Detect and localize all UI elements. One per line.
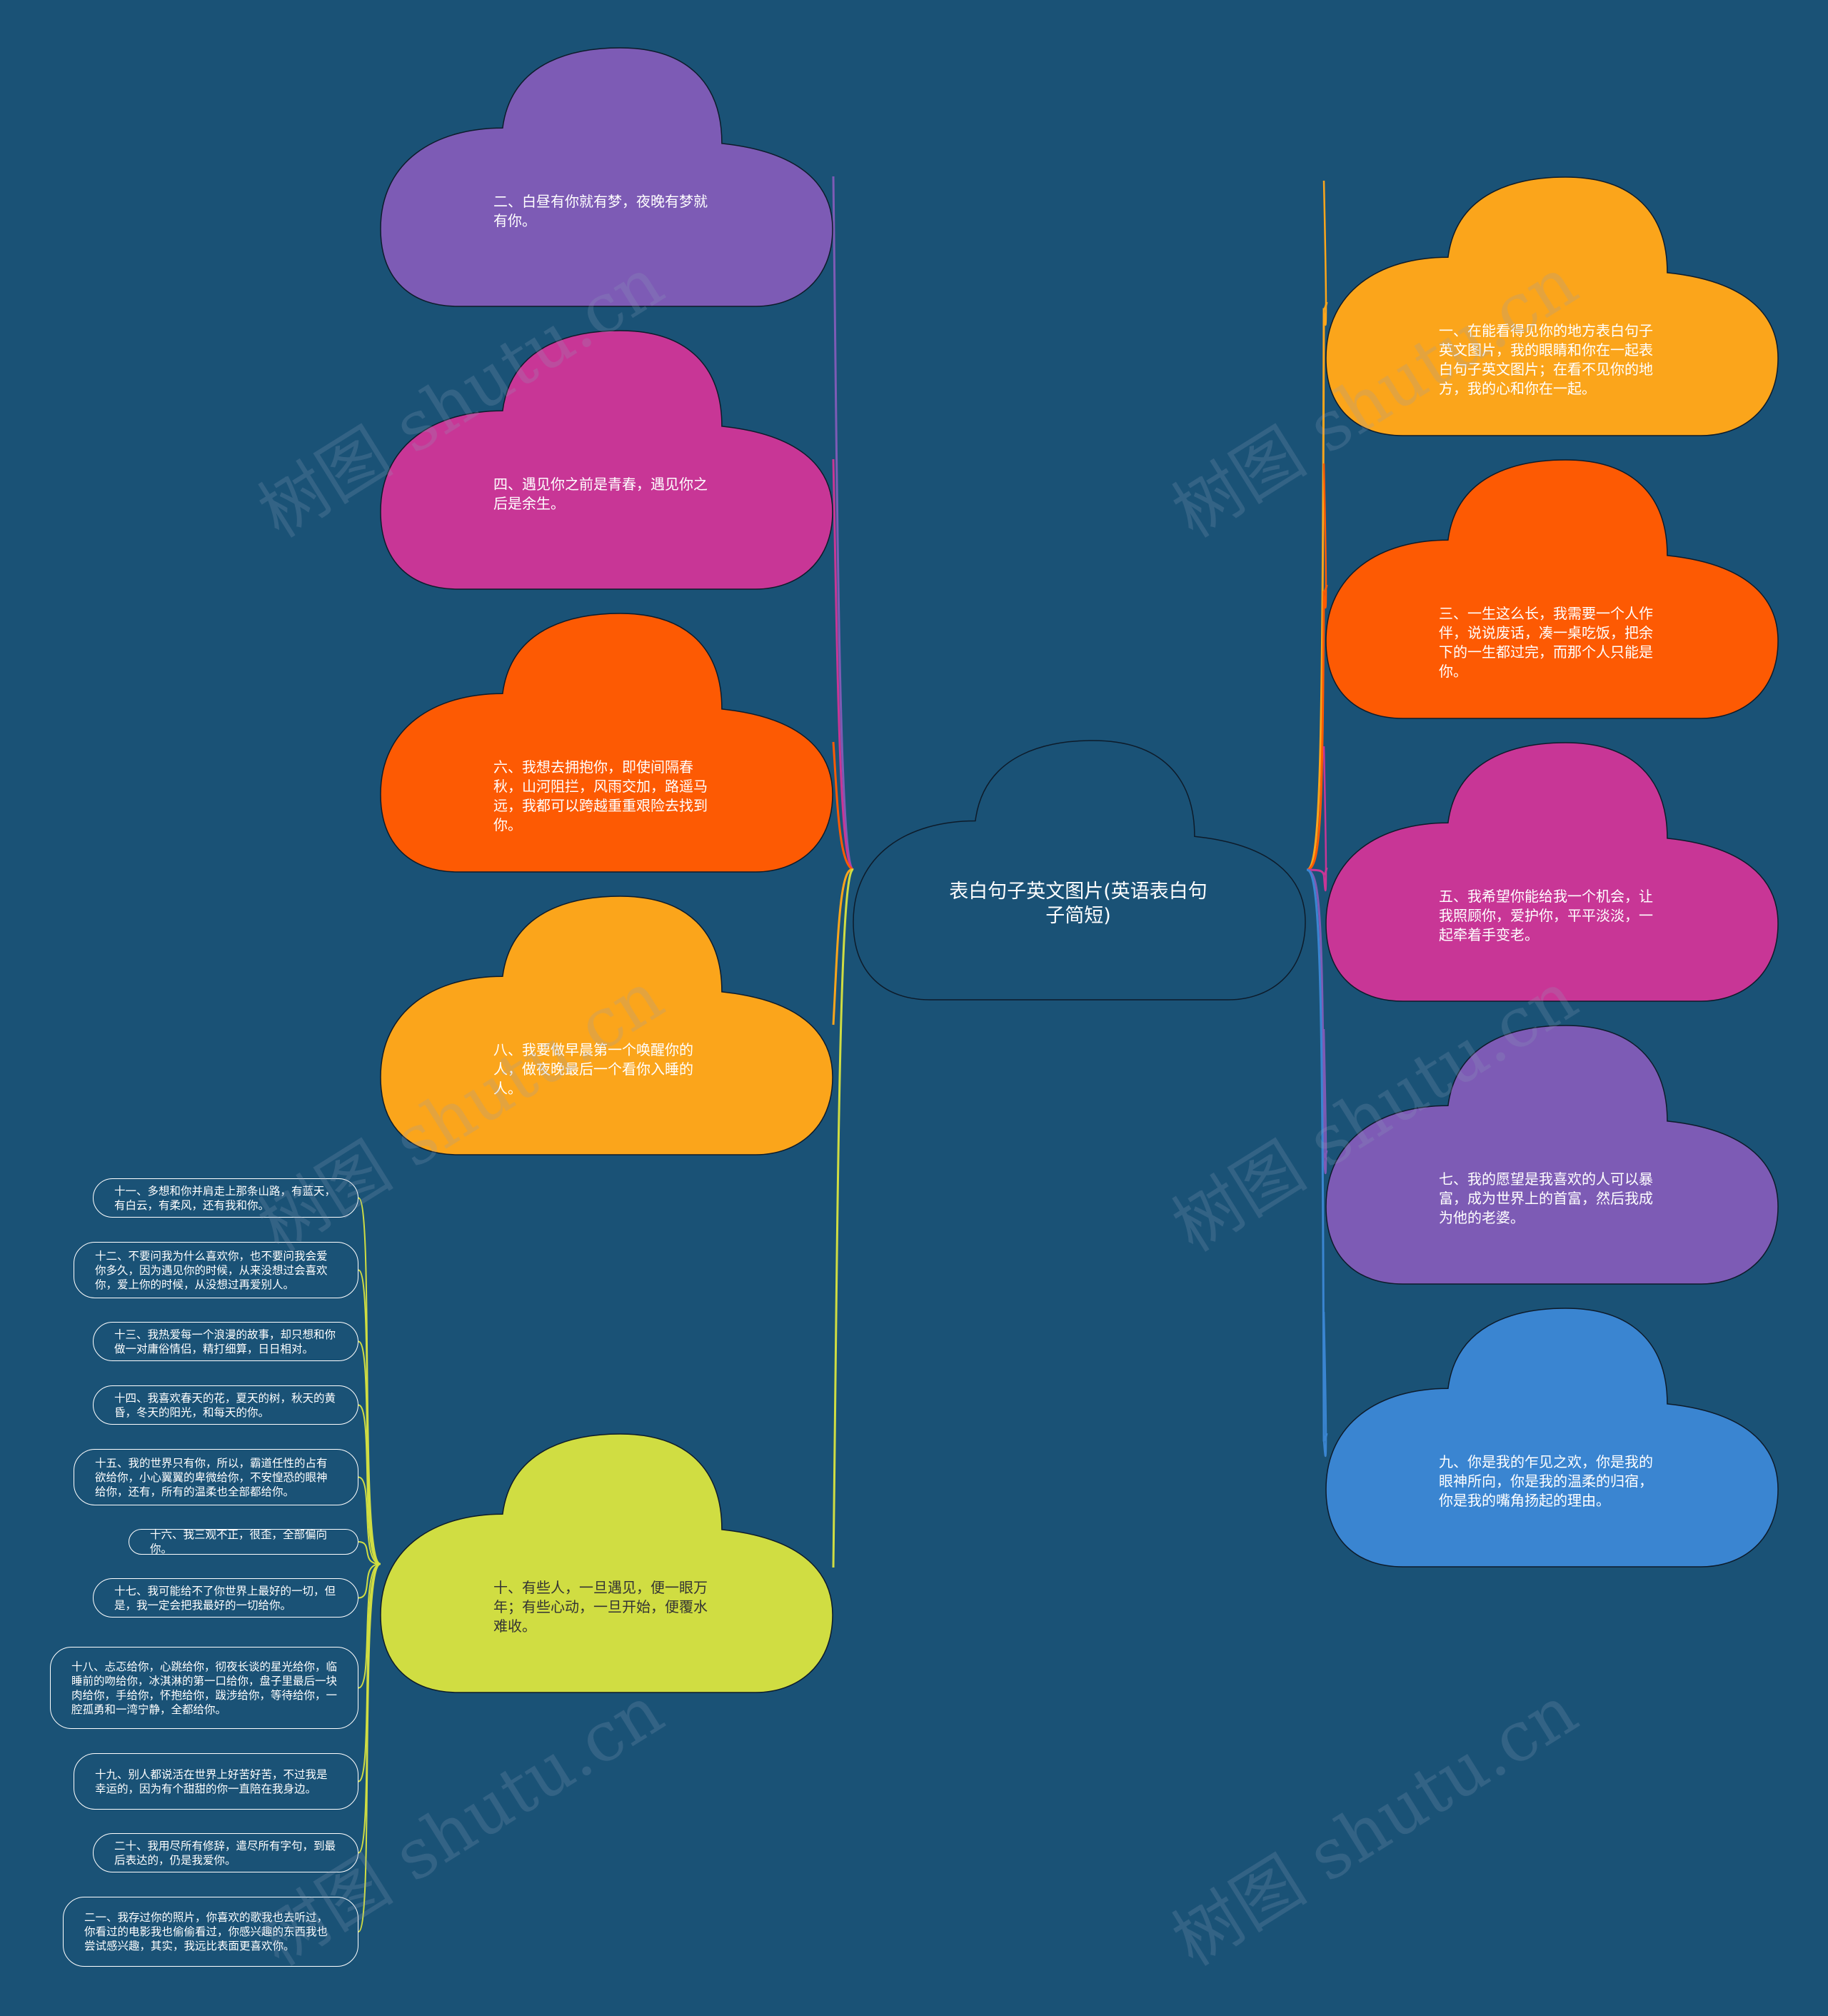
- branch-text-3: 三、一生这么长，我需要一个人作伴，说说废话，凑一桌吃饭，把余下的一生都过完，而那…: [1439, 605, 1653, 680]
- branch-cloud-7[interactable]: [1325, 1025, 1779, 1285]
- connector-edge-3: [1322, 463, 1327, 608]
- leaf-connector-11: [358, 1563, 381, 1932]
- connector-branch-4: [832, 458, 854, 871]
- leaf-text: 二一、我存过你的照片，你喜欢的歌我也去听过，你看过的电影我也偷偷看过，你感兴趣的…: [84, 1911, 328, 1952]
- center-topic-label: 表白句子英文图片(英语表白句子简短): [949, 881, 1207, 927]
- leaf-text: 十九、别人都说活在世界上好苦好苦，不过我是幸运的，因为有个甜甜的你一直陪在我身边…: [95, 1767, 328, 1795]
- branch-text-1: 一、在能看得见你的地方表白句子英文图片，我的眼睛和你在一起表白句子英文图片；在看…: [1439, 322, 1653, 397]
- leaf-text: 十六、我三观不正，很歪，全部偏向你。: [150, 1528, 328, 1555]
- branch-cloud-5[interactable]: [1325, 742, 1779, 1002]
- leaf-text: 十一、多想和你并肩走上那条山路，有蓝天，有白云，有柔风，还有我和你。: [114, 1184, 336, 1212]
- connector-edge-5: [1322, 746, 1327, 891]
- branch-text-10: 十、有些人，一旦遇见，便一眼万年；有些心动，一旦开始，便覆水难收。: [493, 1579, 708, 1635]
- leaf-text: 二十、我用尽所有修辞，遣尽所有字句，到最后表达的，仍是我爱你。: [114, 1839, 336, 1867]
- leaf-connectors: [358, 1197, 381, 1932]
- leaf-connector-3: [358, 1340, 381, 1565]
- leaf-node-6[interactable]: 十六、我三观不正，很歪，全部偏向你。: [129, 1528, 358, 1555]
- branch-text-7: 七、我的愿望是我喜欢的人可以暴富，成为世界上的首富，然后我成为他的老婆。: [1439, 1170, 1653, 1226]
- branch-cloud-8[interactable]: [380, 896, 833, 1155]
- branch-connectors: [832, 176, 1328, 1568]
- leaf-connector-6: [358, 1541, 381, 1565]
- leaf-node-8[interactable]: 十八、忐忑给你，心跳给你，彻夜长谈的星光给你，临睡前的吻给你，冰淇淋的第一口给你…: [50, 1647, 358, 1729]
- branch-cloud-4[interactable]: [380, 330, 833, 590]
- branch-cloud-2[interactable]: [380, 47, 833, 307]
- connector-edge-1: [1322, 180, 1327, 326]
- leaf-connector-7: [358, 1563, 381, 1599]
- branch-text-4: 四、遇见你之前是青春，遇见你之后是余生。: [493, 476, 708, 512]
- branch-cloud-9[interactable]: [1325, 1308, 1779, 1568]
- connector-edge-7: [1322, 1028, 1327, 1174]
- leaf-node-5[interactable]: 十五、我的世界只有你，所以，霸道任性的占有欲给你，小心翼翼的卑微给你，不安惶恐的…: [74, 1449, 358, 1505]
- leaf-connector-4: [358, 1404, 381, 1565]
- leaf-node-10[interactable]: 二十、我用尽所有修辞，遣尽所有字句，到最后表达的，仍是我爱你。: [93, 1833, 358, 1872]
- branch-text-6: 六、我想去拥抱你，即使间隔春秋，山河阻拦，风雨交加，路遥马远，我都可以跨越重重艰…: [493, 758, 708, 833]
- leaf-text: 十四、我喜欢春天的花，夏天的树，秋天的黄昏，冬天的阳光，和每天的你。: [114, 1391, 336, 1419]
- leaf-node-7[interactable]: 十七、我可能给不了你世界上最好的一切，但是，我一定会把我最好的一切给你。: [93, 1578, 358, 1618]
- branch-cloud-1[interactable]: [1325, 176, 1779, 436]
- leaf-node-11[interactable]: 二一、我存过你的照片，你喜欢的歌我也去听过，你看过的电影我也偷偷看过，你感兴趣的…: [63, 1897, 358, 1967]
- connector-branch-2: [832, 176, 855, 871]
- leaf-node-1[interactable]: 十一、多想和你并肩走上那条山路，有蓝天，有白云，有柔风，还有我和你。: [93, 1178, 358, 1218]
- leaf-text: 十八、忐忑给你，心跳给你，彻夜长谈的星光给你，临睡前的吻给你，冰淇淋的第一口给你…: [71, 1660, 338, 1716]
- connector-branch-6: [832, 741, 854, 871]
- connector-branch-8: [832, 868, 854, 1025]
- branch-cloud-3[interactable]: [1325, 459, 1779, 719]
- leaf-connector-8: [358, 1563, 381, 1689]
- leaf-text: 十五、我的世界只有你，所以，霸道任性的占有欲给你，小心翼翼的卑微给你，不安惶恐的…: [95, 1456, 328, 1498]
- branch-text-5: 五、我希望你能给我一个机会，让我照顾你，爱护你，平平淡淡，一起牵着手变老。: [1439, 888, 1653, 943]
- leaf-connector-5: [358, 1476, 381, 1565]
- cloud-nodes: [380, 47, 1779, 1693]
- connector-branch-1: [1306, 301, 1328, 871]
- branch-cloud-10[interactable]: [380, 1433, 833, 1693]
- leaf-node-4[interactable]: 十四、我喜欢春天的花，夏天的树，秋天的黄昏，冬天的阳光，和每天的你。: [93, 1385, 358, 1425]
- leaf-text: 十七、我可能给不了你世界上最好的一切，但是，我一定会把我最好的一切给你。: [114, 1584, 336, 1612]
- connector-edge-9: [1322, 1311, 1327, 1457]
- branch-text-2: 二、白昼有你就有梦，夜晚有梦就有你。: [493, 193, 708, 229]
- connector-branch-9: [1306, 868, 1328, 1442]
- leaf-node-3[interactable]: 十三、我热爱每一个浪漫的故事，却只想和你做一对庸俗情侣，精打细算，日日相对。: [93, 1322, 358, 1361]
- connector-branch-10: [832, 868, 855, 1568]
- leaf-node-2[interactable]: 十二、不要问我为什么喜欢你，也不要问我会爱你多久，因为遇见你的时候，从来没想过会…: [74, 1242, 358, 1298]
- center-topic-cloud[interactable]: [853, 740, 1306, 1001]
- branch-text-9: 九、你是我的乍见之欢，你是我的眼神所向，你是我的温柔的归宿，你是我的嘴角扬起的理…: [1439, 1453, 1653, 1509]
- leaf-node-9[interactable]: 十九、别人都说活在世界上好苦好苦，不过我是幸运的，因为有个甜甜的你一直陪在我身边…: [74, 1753, 358, 1810]
- branch-text-8: 八、我要做早晨第一个唤醒你的人，做夜晚最后一个看你入睡的人。: [493, 1041, 693, 1097]
- leaf-text: 十三、我热爱每一个浪漫的故事，却只想和你做一对庸俗情侣，精打细算，日日相对。: [114, 1328, 336, 1355]
- leaf-text: 十二、不要问我为什么喜欢你，也不要问我会爱你多久，因为遇见你的时候，从来没想过会…: [95, 1249, 328, 1291]
- branch-cloud-6[interactable]: [380, 613, 833, 873]
